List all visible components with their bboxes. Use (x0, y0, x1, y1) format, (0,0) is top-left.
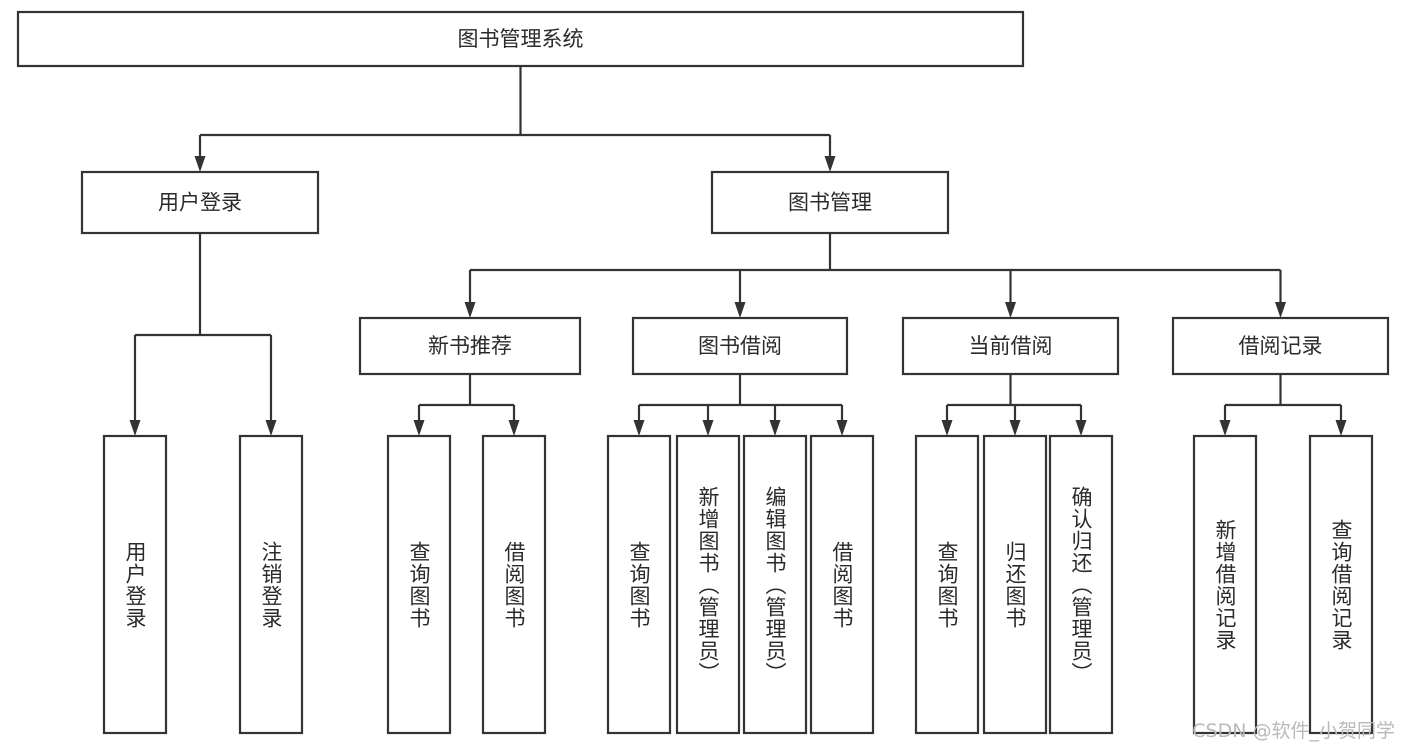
node-root[interactable]: 图书管理系统 (16, 10, 1025, 68)
node-box-user-login (80, 170, 320, 235)
node-box-leaf-query-book-current (914, 434, 980, 735)
node-leaf-borrow-book-recommend[interactable] (481, 434, 547, 735)
node-label-book-management: 图书管理 (788, 191, 872, 215)
watermark-text: CSDN @软件_小贺同学 (1192, 720, 1395, 742)
node-borrow-record[interactable]: 借阅记录 (1171, 316, 1390, 376)
node-box-leaf-borrow-book-recommend (481, 434, 547, 735)
node-label-root: 图书管理系统 (458, 27, 584, 51)
node-box-current-borrow (901, 316, 1120, 376)
node-leaf-logout[interactable] (238, 434, 304, 735)
node-box-leaf-borrow-book (809, 434, 875, 735)
connector-user-login-to-leaves (129, 233, 277, 436)
node-leaf-edit-book[interactable] (742, 434, 808, 735)
node-leaf-user-login[interactable] (102, 434, 168, 735)
node-box-new-book-recommend (358, 316, 582, 376)
connector-book-management-to-level2 (464, 233, 1286, 318)
connector-root-to-level1 (194, 66, 836, 172)
node-label-current-borrow: 当前借阅 (969, 334, 1053, 358)
node-label-borrow-record: 借阅记录 (1239, 334, 1323, 358)
node-leaf-add-borrow-record[interactable] (1192, 434, 1258, 735)
node-leaf-query-book-borrow[interactable] (606, 434, 672, 735)
node-box-book-borrow (631, 316, 849, 376)
node-leaf-query-book-current[interactable] (914, 434, 980, 735)
node-label-book-borrow: 图书借阅 (698, 334, 782, 358)
node-box-leaf-query-book-borrow (606, 434, 672, 735)
node-box-borrow-record (1171, 316, 1390, 376)
node-box-leaf-logout (238, 434, 304, 735)
node-leaf-borrow-book[interactable] (809, 434, 875, 735)
node-box-leaf-edit-book (742, 434, 808, 735)
node-leaf-return-book[interactable] (982, 434, 1048, 735)
node-box-leaf-add-borrow-record (1192, 434, 1258, 735)
connector-borrow-record-to-leaves (1219, 374, 1347, 436)
node-box-leaf-confirm-return (1048, 434, 1114, 735)
connector-new-book-recommend-to-leaves (413, 374, 520, 436)
node-current-borrow[interactable]: 当前借阅 (901, 316, 1120, 376)
node-leaf-query-book-recommend[interactable] (386, 434, 452, 735)
node-box-leaf-query-book-recommend (386, 434, 452, 735)
node-box-leaf-query-borrow-record (1308, 434, 1374, 735)
node-box-leaf-add-book (675, 434, 741, 735)
node-leaf-query-borrow-record[interactable] (1308, 434, 1374, 735)
node-leaf-confirm-return[interactable] (1048, 434, 1114, 735)
node-box-leaf-return-book (982, 434, 1048, 735)
node-label-new-book-recommend: 新书推荐 (428, 334, 512, 358)
node-box-leaf-user-login (102, 434, 168, 735)
node-book-borrow[interactable]: 图书借阅 (631, 316, 849, 376)
connector-current-borrow-to-leaves (941, 374, 1087, 436)
node-new-book-recommend[interactable]: 新书推荐 (358, 316, 582, 376)
connector-book-borrow-to-leaves (633, 374, 848, 436)
node-user-login[interactable]: 用户登录 (80, 170, 320, 235)
node-box-root (16, 10, 1025, 68)
node-book-management[interactable]: 图书管理 (710, 170, 950, 235)
node-box-book-management (710, 170, 950, 235)
node-leaf-add-book[interactable] (675, 434, 741, 735)
node-label-user-login: 用户登录 (158, 191, 242, 215)
